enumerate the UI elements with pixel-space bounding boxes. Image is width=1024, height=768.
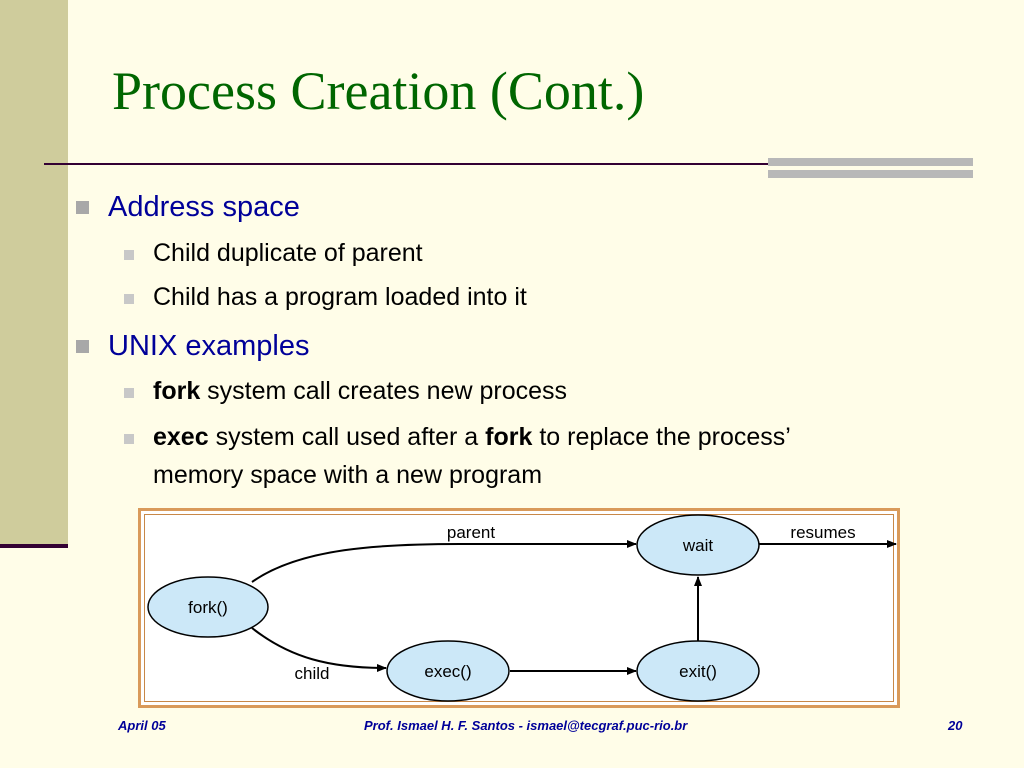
slide-title: Process Creation (Cont.): [112, 61, 645, 121]
bullet-square-icon: [124, 434, 134, 444]
edge-label-parent: parent: [447, 523, 495, 542]
node-wait-label: wait: [682, 536, 714, 555]
node-exit: [636, 640, 760, 702]
exec-description-part2: to replace the process’: [532, 423, 791, 451]
fork-keyword: fork: [153, 377, 201, 405]
fork-description: system call creates new process: [200, 377, 568, 405]
exec-keyword: exec: [153, 423, 209, 451]
left-decorative-band: [0, 0, 68, 548]
edge-child: [251, 627, 387, 672]
bullet-fork: fork system call creates new process: [153, 379, 567, 404]
bullet-square-icon: [76, 201, 89, 214]
edge-parent: [251, 540, 637, 583]
footer-date: April 05: [118, 718, 166, 733]
diagram-frame-inner-border: [144, 514, 894, 702]
node-exec-label: exec(): [424, 662, 471, 681]
left-band-underline: [0, 544, 68, 548]
divider-accent-bar-top: [768, 158, 973, 166]
footer-author: Prof. Ismael H. F. Santos - ismael@tecgr…: [364, 718, 688, 733]
bullet-address-space: Address space: [108, 191, 300, 223]
bullet-child-program: Child has a program loaded into it: [153, 283, 527, 311]
bullet-exec-continuation: memory space with a new program: [153, 461, 543, 489]
node-exec: [386, 640, 510, 702]
node-exit-label: exit(): [679, 662, 717, 681]
bullet-square-icon: [76, 340, 89, 353]
bullet-child-duplicate: Child duplicate of parent: [153, 239, 423, 267]
node-wait: [636, 514, 760, 576]
bullet-square-icon: [124, 294, 134, 304]
title-divider: [44, 163, 973, 165]
divider-accent-bar-bottom: [768, 170, 973, 178]
bullet-exec: exec system call used after a fork to re…: [153, 425, 791, 450]
exec-description-part1: system call used after a: [208, 423, 486, 451]
edge-label-child: child: [295, 664, 330, 683]
node-fork-label: fork(): [188, 598, 228, 617]
edge-label-resumes: resumes: [790, 523, 855, 542]
bullet-unix-examples: UNIX examples: [108, 330, 310, 362]
exec-fork-keyword: fork: [485, 423, 533, 451]
bullet-square-icon: [124, 250, 134, 260]
node-fork: [147, 576, 269, 638]
bullet-square-icon: [124, 388, 134, 398]
footer-page-number: 20: [948, 718, 963, 733]
